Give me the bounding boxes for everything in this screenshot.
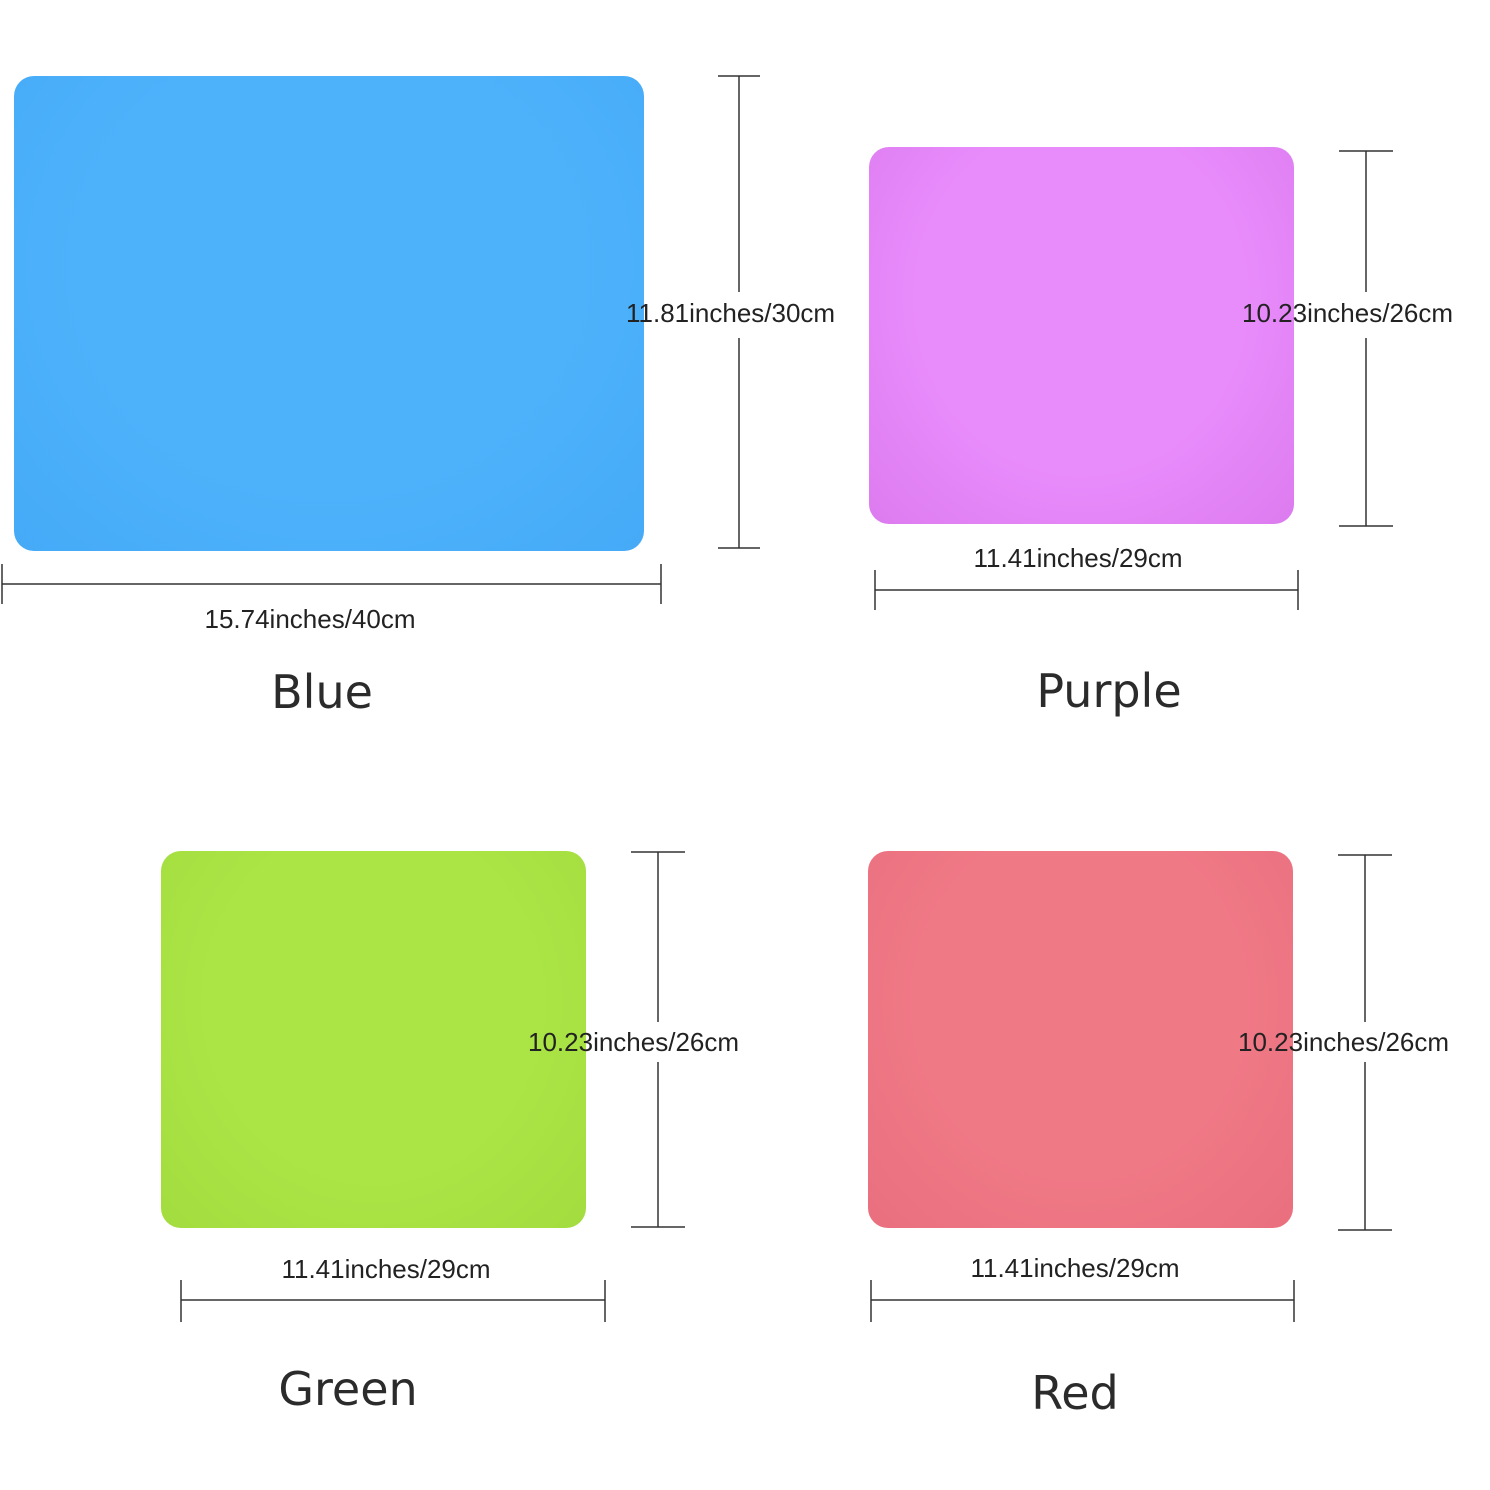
purple-label: Purple [1036, 664, 1182, 718]
green-width-label: 11.41inches/29cm [281, 1254, 491, 1284]
green-height-label: 10.23inches/26cm [528, 1027, 740, 1057]
blue-width-label: 15.74inches/40cm [204, 604, 416, 634]
purple-height-label: 10.23inches/26cm [1242, 298, 1454, 328]
blue-height-label: 11.81inches/30cm [626, 298, 836, 328]
green-mat [161, 851, 586, 1228]
blue-label: Blue [271, 665, 373, 719]
red-height-label: 10.23inches/26cm [1238, 1027, 1450, 1057]
purple-mat [869, 147, 1294, 524]
red-mat [868, 851, 1293, 1228]
blue-mat [14, 76, 644, 551]
red-width-label: 11.41inches/29cm [970, 1253, 1180, 1283]
green-label: Green [278, 1362, 418, 1416]
purple-width-label: 11.41inches/29cm [973, 543, 1183, 573]
red-label: Red [1031, 1366, 1119, 1420]
